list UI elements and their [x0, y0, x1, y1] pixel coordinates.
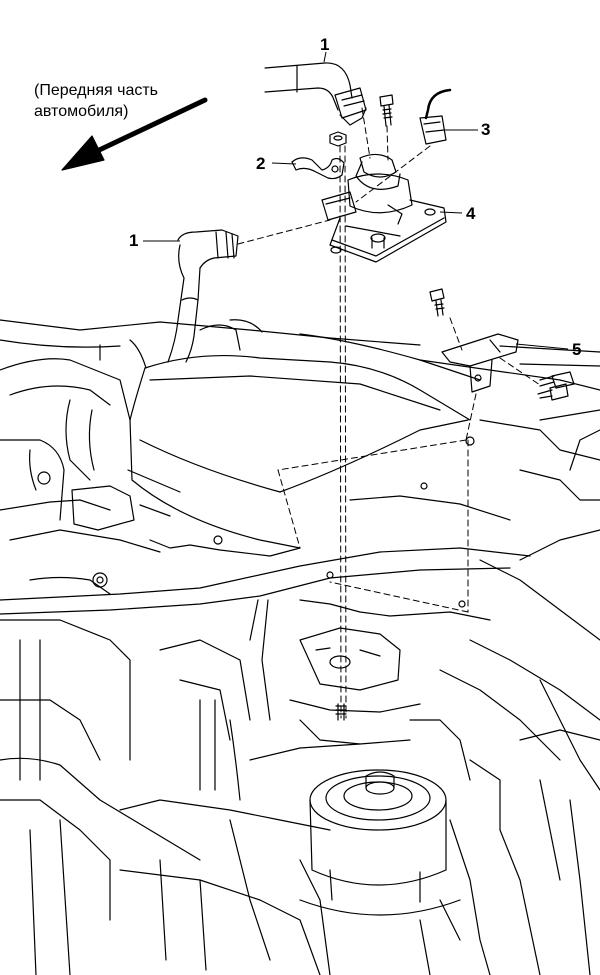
- front-structure: [0, 757, 591, 975]
- callout-2-clamp: 2: [256, 154, 266, 173]
- engine-right-components: [419, 359, 600, 881]
- front-note-line-1: (Передняя часть: [34, 82, 159, 99]
- horn: [299, 769, 461, 916]
- callout-4-water-pump: 4: [466, 204, 476, 223]
- bolt-bracket-top: [429, 288, 445, 317]
- clamp: [291, 157, 345, 180]
- callout-5-bracket: 5: [572, 340, 582, 359]
- lower-center-components: [249, 627, 471, 781]
- inverter-cover: [127, 354, 471, 549]
- bolt-top: [379, 94, 394, 127]
- hose-upper: [264, 62, 367, 126]
- callout-3-connector: 3: [481, 120, 491, 139]
- engine-left-components: [0, 319, 263, 553]
- nut: [329, 131, 347, 147]
- hose-lower: [167, 229, 239, 363]
- radiator-support: [0, 436, 531, 621]
- front-note-line-2: автомобиля): [34, 103, 129, 120]
- electrical-connector: [419, 88, 452, 145]
- callout-1-lower-hose: 1: [129, 231, 139, 250]
- front-direction-note: (Передняя часть автомобиля): [34, 80, 158, 122]
- locator-lines: [237, 107, 541, 719]
- pump-bracket: [441, 333, 519, 393]
- callout-1-upper-hose: 1: [320, 35, 330, 54]
- radiator: [0, 599, 271, 801]
- front-direction-arrow: [61, 97, 208, 171]
- engine-bay-top: [0, 319, 600, 421]
